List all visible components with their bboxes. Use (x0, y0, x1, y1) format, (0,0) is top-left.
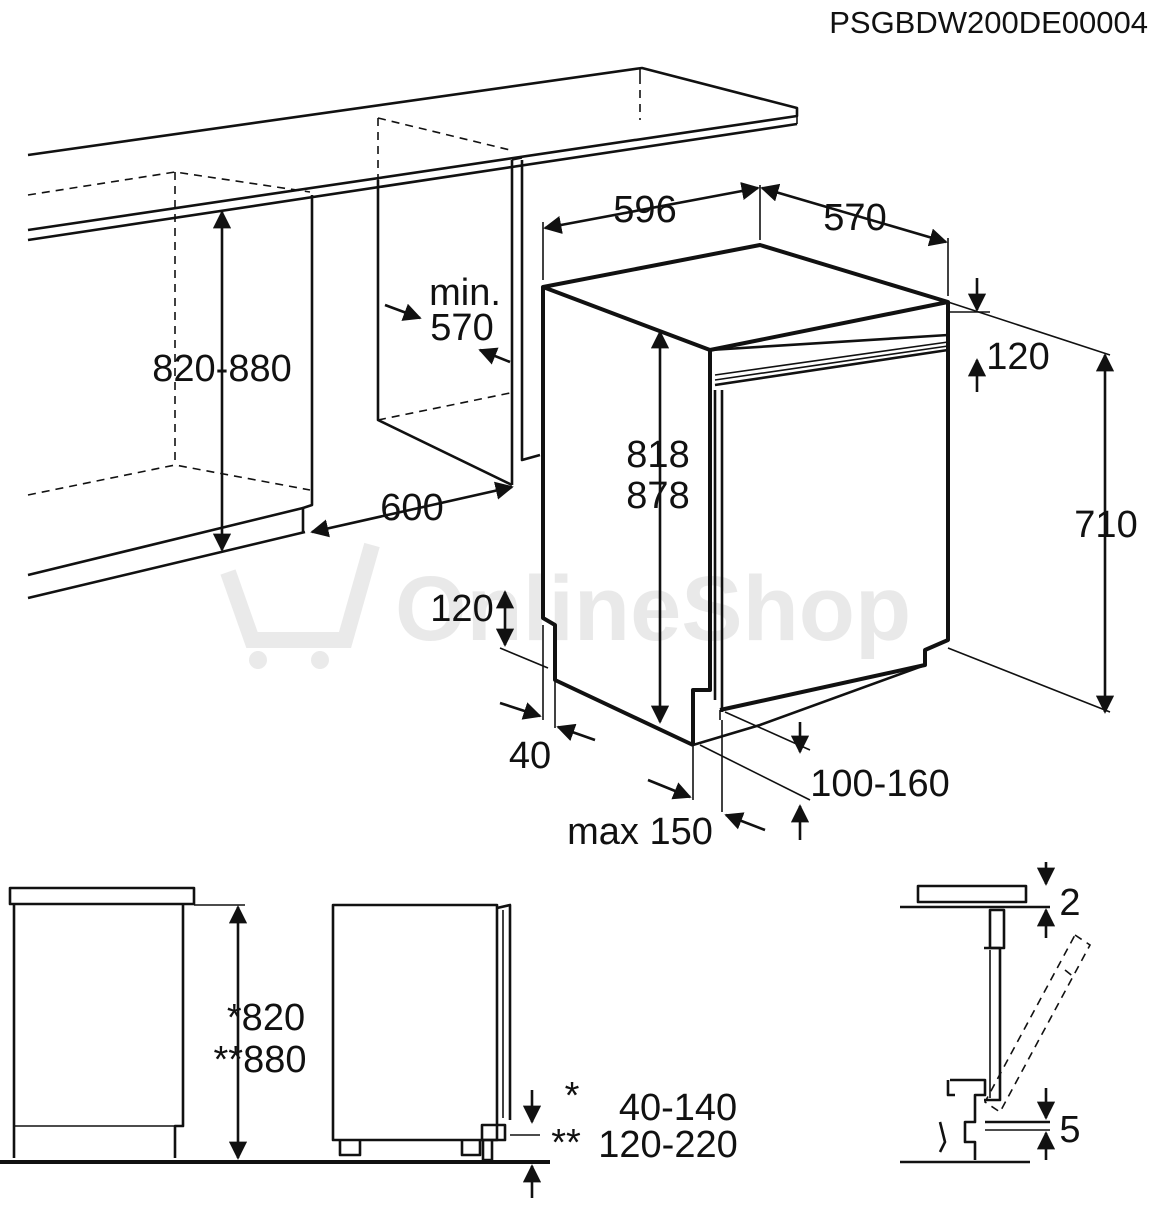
dim-niche-width: 600 (380, 487, 443, 529)
gap-bottom: 5 (1059, 1109, 1080, 1151)
dim-height-b: 878 (626, 475, 689, 517)
dim-height-range: 820-880 (152, 348, 291, 390)
dim-depth: 570 (823, 197, 886, 239)
dim-top-panel: 120 (986, 336, 1049, 378)
dim-plinth-depth: max 150 (567, 811, 713, 853)
dim-side-h1: *820 (227, 997, 305, 1039)
dim-plinth-offset: 40 (509, 735, 551, 777)
dimension-lines (212, 182, 1115, 840)
watermark-logo: OnlineShop (220, 542, 911, 669)
gap-top: 2 (1059, 882, 1080, 924)
niche-cabinet (376, 157, 541, 487)
dim-niche-depth-value: 570 (430, 307, 493, 349)
left-cabinet (27, 195, 314, 600)
dim-door: 710 (1074, 504, 1137, 546)
foot1-value: 40-140 (619, 1087, 737, 1129)
dim-niche-depth-min: min. (429, 272, 501, 314)
dim-height-a: 818 (626, 434, 689, 476)
dishwasher-body (541, 243, 950, 747)
dim-width: 596 (613, 189, 676, 231)
foot1-mark: * (565, 1075, 580, 1117)
product-code: PSGBDW200DE00004 (829, 5, 1148, 40)
dim-side-h2: **880 (214, 1039, 307, 1081)
foot2-value: 120-220 (598, 1124, 737, 1166)
countertop (27, 66, 799, 496)
foot2-mark: ** (551, 1122, 581, 1164)
dim-plinth-height: 100-160 (810, 763, 949, 805)
dim-plinth-back: 120 (430, 588, 493, 630)
side-view-cabinet (0, 886, 550, 1164)
side-view-dishwasher (331, 903, 542, 1198)
door-gap-detail (900, 862, 1092, 1164)
